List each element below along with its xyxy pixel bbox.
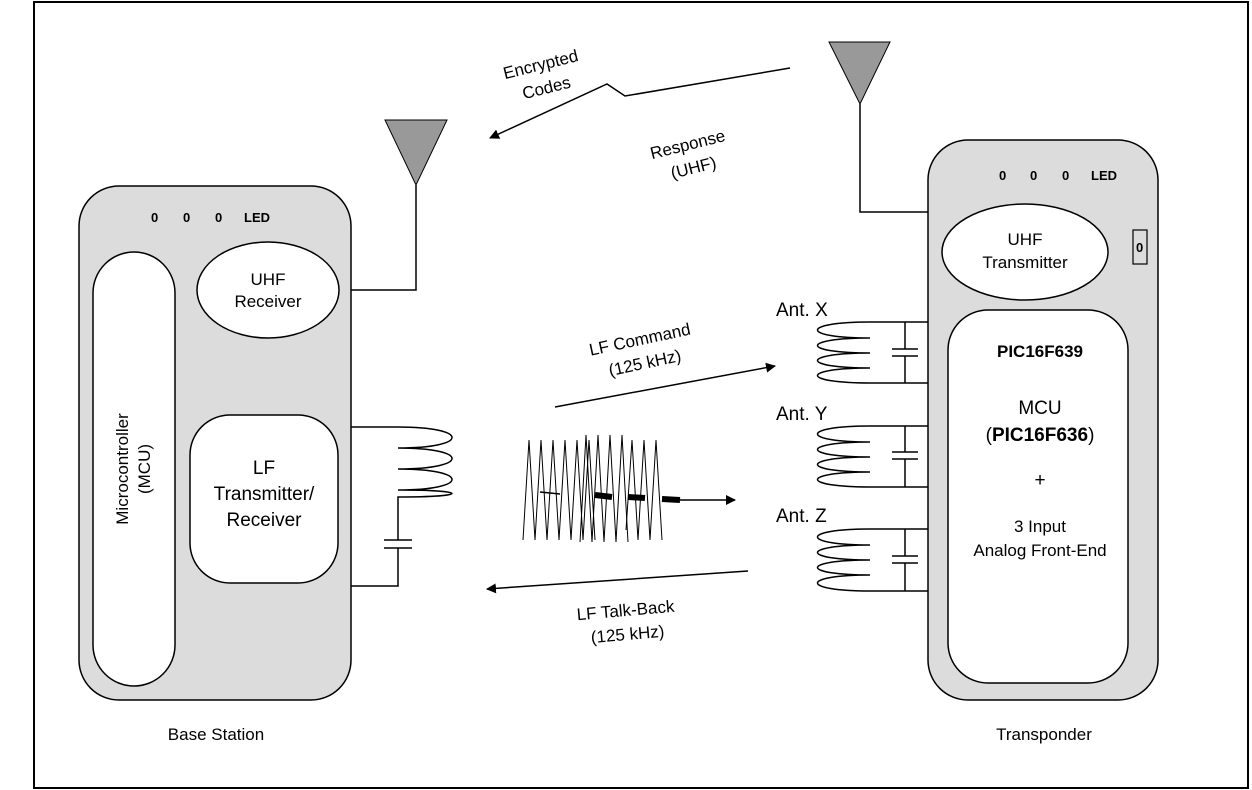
antenna-x-label: Ant. X [776,300,828,321]
lf-command-arrow [554,362,776,408]
lf-waveform-icon [522,434,736,543]
antenna-z-label: Ant. Z [776,506,827,527]
microcontroller-label: Microcontroller [113,413,132,525]
uhf-transmitter-sublabel: Transmitter [982,253,1068,272]
microcontroller-block [92,251,176,687]
lf-transceiver-sublabel: Transmitter/ [214,484,315,505]
uhf-receiver-block [196,241,340,339]
led-indicator-icon: 0 [999,168,1006,183]
transponder-antenna-feed [859,104,928,213]
antenna-x-coil-icon [817,321,928,384]
uhf-link-arrow [489,67,791,139]
pic16f639-block [947,309,1129,684]
uhf-receiver-sublabel: Receiver [234,292,301,311]
uhf-transmitter-label: UHF [1008,230,1043,249]
transponder: 0 0 0 LED UHF Transmitter 0 PIC16F639 MC… [776,41,1159,701]
led-indicator-icon: 0 [1062,168,1069,183]
led-indicator-icon: 0 [1030,168,1037,183]
base-station-led-row: 0 0 0 LED [151,210,270,225]
led-indicator-icon: 0 [151,210,158,225]
transponder-caption: Transponder [996,725,1092,744]
lf-talkback-label: LF Talk-Back [576,597,676,625]
lf-talkback-link: LF Talk-Back (125 kHz) [486,570,749,647]
mcu-label: MCU [1018,398,1061,419]
lf-transceiver-sublabel-2: Receiver [227,510,303,531]
afe-sublabel: Analog Front-End [973,541,1106,560]
transponder-antenna-icon [828,41,891,106]
response-uhf-label: Response [648,126,727,163]
response-uhf-sublabel: (UHF) [669,153,718,183]
lf-transceiver-block [189,414,339,584]
afe-label: 3 Input [1014,517,1066,536]
side-button-icon [1132,229,1148,265]
base-antenna-icon [384,119,448,187]
microcontroller-sublabel: (MCU) [135,444,154,494]
lf-transceiver-label: LF [253,458,275,479]
figure-border [33,1,1249,789]
lf-talkback-sublabel: (125 kHz) [590,622,665,647]
antenna-y-label: Ant. Y [776,404,828,425]
pic16f639-title: PIC16F639 [997,342,1083,361]
led-indicator-icon: 0 [183,210,190,225]
uhf-receiver-label: UHF [251,270,286,289]
uhf-link: Encrypted Codes Response (UHF) [489,46,791,183]
mcu-part-number: (PIC16F636) [986,425,1095,446]
plus-sign: + [1034,470,1045,491]
transponder-led-label: LED [1091,168,1117,183]
antenna-z-coil-icon [817,528,928,592]
base-station: 0 0 0 LED Microcontroller (MCU) UHF Rece… [78,119,453,701]
lf-talkback-arrow [486,570,749,594]
antenna-y-coil-icon [817,425,928,488]
transponder-led-row: 0 0 0 LED [999,168,1117,183]
uhf-transmitter-block [941,203,1109,301]
base-antenna-feed [351,185,417,291]
base-coil-icon [351,426,453,587]
base-station-caption: Base Station [168,725,264,744]
lf-command-link: LF Command (125 kHz) [554,320,776,408]
led-indicator-icon: 0 [215,210,222,225]
side-button-marker: 0 [1136,240,1143,255]
base-station-led-label: LED [244,210,270,225]
